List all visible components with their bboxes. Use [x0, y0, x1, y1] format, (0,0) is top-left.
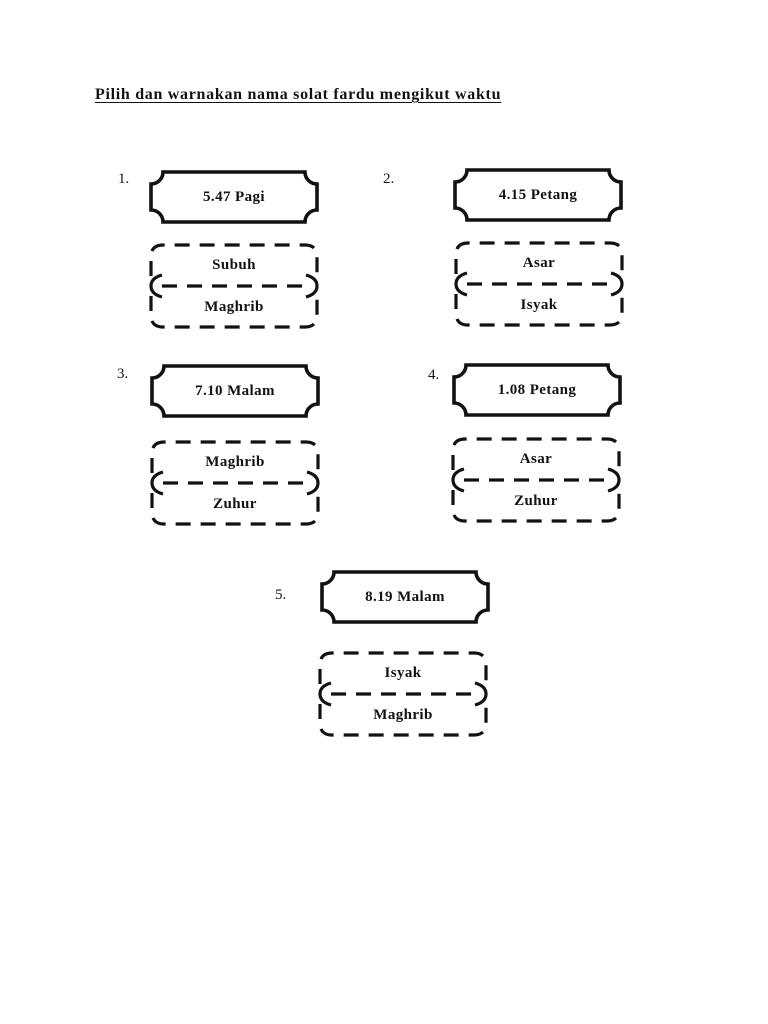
option-label[interactable]: Isyak — [384, 665, 422, 681]
time-label: 8.19 Malam — [365, 588, 445, 605]
time-box: 5.47 Pagi — [149, 170, 319, 224]
time-plaque-border — [453, 168, 623, 222]
answer-options: Maghrib Zuhur — [150, 440, 320, 526]
time-box: 4.15 Petang — [453, 168, 623, 222]
answer-options: Asar Isyak — [454, 241, 624, 327]
answer-options: Asar Zuhur — [451, 437, 621, 523]
option-label[interactable]: Maghrib — [204, 299, 264, 315]
time-plaque-border — [150, 364, 320, 418]
option-label[interactable]: Zuhur — [213, 496, 257, 512]
time-plaque-border — [149, 170, 319, 224]
question-number: 4. — [428, 367, 440, 383]
time-label: 5.47 Pagi — [203, 188, 265, 205]
options-dashed-border — [318, 651, 488, 737]
page-title: Pilih dan warnakan nama solat fardu meng… — [95, 86, 502, 103]
question-number: 2. — [383, 171, 395, 187]
option-label[interactable]: Asar — [519, 451, 553, 467]
time-box: 7.10 Malam — [150, 364, 320, 418]
answer-options: Isyak Maghrib — [318, 651, 488, 737]
time-plaque-border — [452, 363, 622, 417]
option-label[interactable]: Subuh — [212, 257, 256, 273]
option-label[interactable]: Asar — [522, 255, 556, 271]
options-dashed-border — [149, 243, 319, 329]
answer-options: Subuh Maghrib — [149, 243, 319, 329]
time-plaque-border — [320, 570, 490, 624]
time-label: 7.10 Malam — [195, 382, 275, 399]
options-dashed-border — [150, 440, 320, 526]
option-label[interactable]: Isyak — [520, 297, 558, 313]
time-label: 4.15 Petang — [498, 186, 578, 203]
question-number: 5. — [275, 587, 287, 603]
time-box: 8.19 Malam — [320, 570, 490, 624]
options-dashed-border — [451, 437, 621, 523]
question-number: 3. — [117, 366, 129, 382]
time-box: 1.08 Petang — [452, 363, 622, 417]
options-dashed-border — [454, 241, 624, 327]
option-label[interactable]: Maghrib — [205, 454, 265, 470]
option-label[interactable]: Zuhur — [514, 493, 558, 509]
question-number: 1. — [118, 171, 130, 187]
time-label: 1.08 Petang — [497, 381, 577, 398]
option-label[interactable]: Maghrib — [373, 707, 433, 723]
